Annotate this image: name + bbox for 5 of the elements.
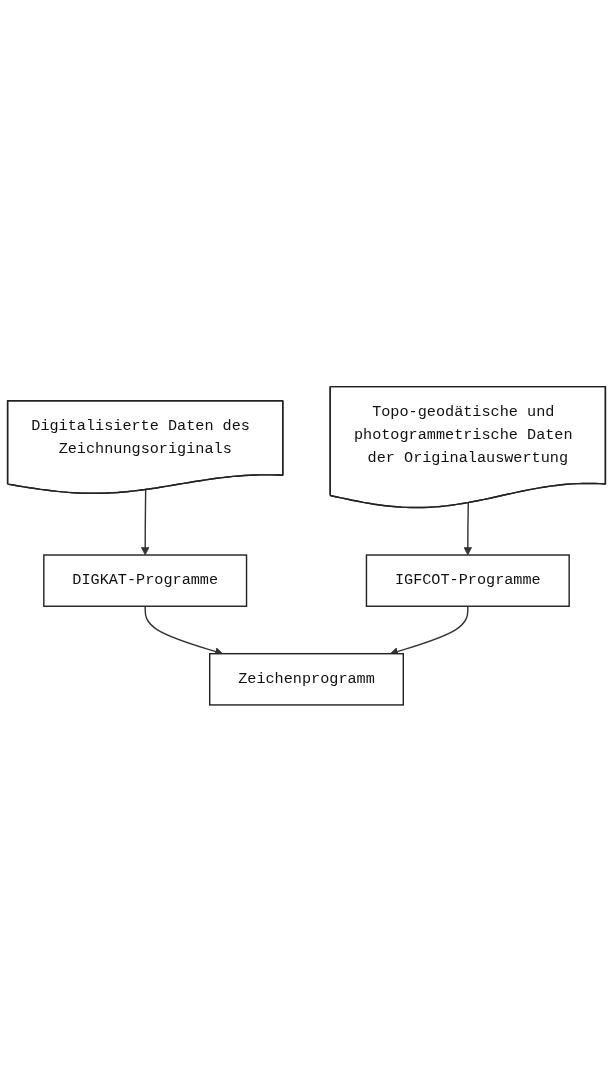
node-box: Zeichenprogramm [209,652,404,706]
arrow [141,489,150,556]
arrow [463,502,472,556]
node-box: IGFCOT-Programme [365,554,570,607]
node-box: DIGKAT-Programme [43,554,248,607]
